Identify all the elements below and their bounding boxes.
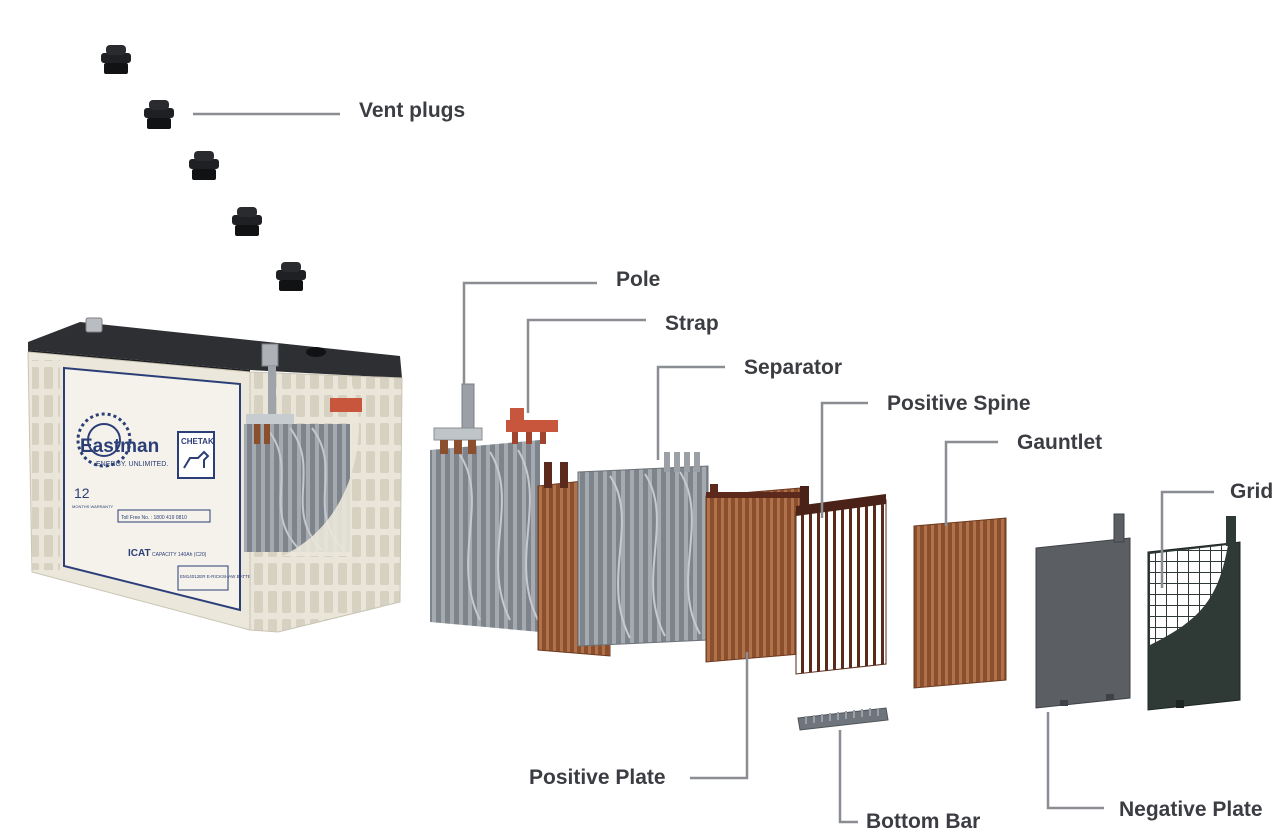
strap-label: Strap	[665, 312, 719, 335]
toll-free-text: Toll Free No. : 1800 419 0810	[121, 515, 187, 521]
leader-positive-spine	[820, 401, 868, 518]
negative-plate-label: Negative Plate	[1119, 798, 1263, 821]
vent-plug	[101, 45, 131, 74]
leader-separator	[656, 365, 725, 460]
plate-pack	[430, 383, 558, 632]
positive-spine-label: Positive Spine	[887, 392, 1031, 415]
leader-negative-plate	[1046, 712, 1104, 810]
negative-plate-part	[1035, 513, 1131, 709]
grid-part	[1147, 516, 1241, 711]
warranty-number: 12	[74, 485, 90, 501]
horse-icon	[183, 450, 210, 469]
capacity-text: CAPACITY 140Ah (C20)	[152, 552, 207, 558]
leader-gauntlet	[944, 440, 998, 526]
pole-label: Pole	[616, 268, 660, 291]
positive-plate-part	[705, 484, 802, 663]
chetak-badge-text: CHETAK	[181, 437, 214, 446]
strap-part	[506, 420, 558, 432]
battery-front-label	[63, 366, 241, 612]
icat-text: ICAT	[128, 548, 151, 559]
bottom-bar-label: Bottom Bar	[866, 810, 980, 829]
battery-body: Eastman ENERGY. UNLIMITED. CHETAK 12 MON…	[27, 317, 403, 633]
battery-inner-strap	[330, 398, 362, 412]
separator-part	[577, 452, 709, 647]
model-code-text: EM14012ER E-RICKSHAW BATTERY	[180, 574, 257, 579]
vent-plugs-group	[101, 45, 306, 291]
gauntlet-label: Gauntlet	[1017, 431, 1102, 454]
gauntlet-part	[913, 517, 1007, 689]
leader-grid	[1160, 490, 1214, 588]
vent-plug	[144, 100, 174, 129]
battery-brand-text: Eastman	[80, 436, 159, 457]
pole-part	[461, 383, 475, 431]
vent-plug	[189, 151, 219, 180]
leader-pole	[462, 281, 597, 385]
battery-lid	[28, 322, 402, 378]
separator-label: Separator	[744, 356, 842, 379]
bottom-bar-part	[797, 707, 889, 731]
leader-lines	[193, 112, 1214, 824]
leader-positive-plate	[690, 652, 749, 780]
leader-bottom-bar	[838, 730, 858, 824]
battery-tagline-text: ENERGY. UNLIMITED.	[96, 461, 168, 468]
part-labels: Vent plugs Pole Strap Separator Positive…	[359, 99, 1273, 829]
leader-strap	[526, 318, 646, 413]
vent-plug	[232, 207, 262, 236]
vent-plug	[276, 262, 306, 291]
vent-plugs-label: Vent plugs	[359, 99, 465, 122]
eastman-logo	[76, 412, 132, 468]
positive-spine-part	[795, 486, 887, 675]
positive-plate-label: Positive Plate	[529, 766, 666, 789]
grid-label: Grid	[1230, 480, 1273, 503]
warranty-text: MONTHS WARRANTY	[72, 504, 114, 509]
